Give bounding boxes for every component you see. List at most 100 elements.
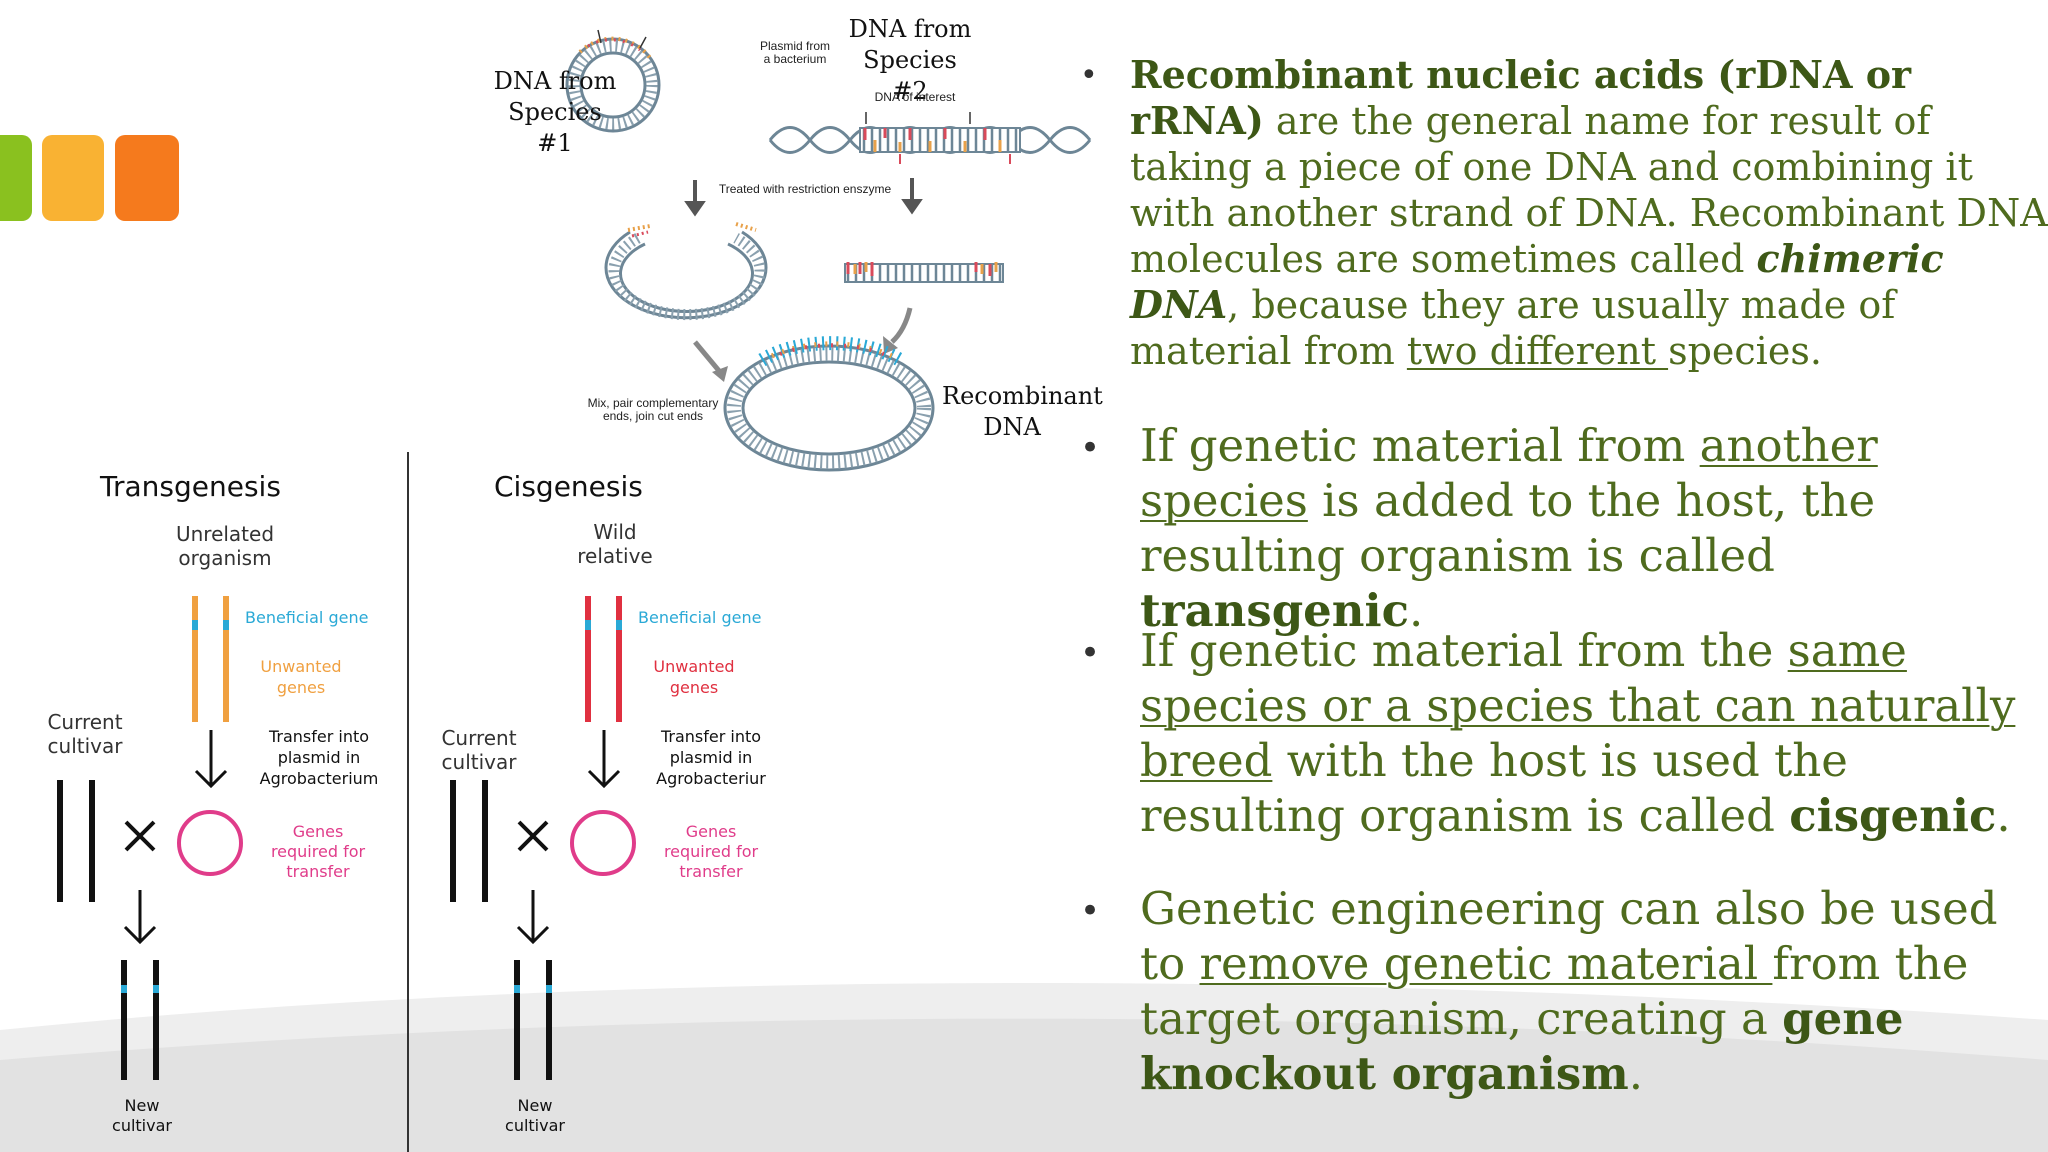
- text-span: with the host is used the resulting orga…: [1140, 734, 1848, 842]
- source-line-2: relative: [577, 544, 653, 568]
- new-line-2: cultivar: [505, 1116, 565, 1135]
- bold-italic-text: chimeric DNA: [1130, 236, 1944, 327]
- new-line-1: New: [517, 1096, 553, 1115]
- genes-line-2: required for: [270, 842, 366, 861]
- recombinant-dna-label: Recombinant DNA: [942, 381, 1103, 443]
- cisgenesis-source: Wild relative: [540, 520, 690, 568]
- source-line-1: Wild: [593, 520, 637, 544]
- unwanted-line-2: genes: [669, 678, 719, 697]
- transfer-line-1: Transfer into: [660, 727, 762, 746]
- genes-line-3: transfer: [679, 862, 743, 881]
- new-line-2: cultivar: [112, 1116, 172, 1135]
- genesis-diagram: Transgenesis Unrelated organism Benefici…: [0, 440, 820, 1152]
- transgenesis-new: New cultivar: [102, 1096, 182, 1136]
- text-span: from the target organism, creating a: [1140, 937, 1969, 1045]
- plasmid-from-label: Plasmid from a bacterium: [740, 40, 850, 66]
- down-arrow-icon: [516, 730, 621, 945]
- text-span: is added to the host, the resulting orga…: [1140, 474, 1876, 582]
- current-line-1: Current: [47, 710, 123, 734]
- underlined-text: another species: [1140, 419, 1878, 527]
- bullet-text: Recombinant nucleic acids (rDNA or rRNA)…: [1130, 52, 2048, 374]
- text-span: , because they are usually made of mater…: [1130, 283, 1896, 373]
- transgenesis-title: Transgenesis: [100, 470, 281, 503]
- bullet-text: Genetic engineering can also be used to …: [1140, 881, 2048, 1101]
- cisgenesis-new: New cultivar: [495, 1096, 575, 1136]
- recombinant-dna-diagram: DNA from Species #1 DNA from Species #2 …: [494, 0, 1110, 480]
- cisgenesis-graphics: [450, 596, 636, 1080]
- unwanted-line-2: genes: [276, 678, 326, 697]
- cisgenesis-unwanted: Unwanted genes: [633, 656, 755, 698]
- unwanted-line-1: Unwanted: [653, 657, 735, 676]
- species-1-line-2: Species #1: [508, 98, 602, 157]
- text-span: If genetic material from the: [1140, 624, 1788, 677]
- source-line-2: organism: [178, 546, 272, 570]
- bold-text: cisgenic: [1789, 789, 1997, 842]
- transfer-line-3: Agrobacterium: [259, 769, 379, 788]
- recombinant-plasmid-icon: [723, 336, 935, 472]
- transfer-line-2: plasmid in: [669, 748, 753, 767]
- bold-text: transgenic: [1140, 584, 1410, 637]
- bullet-dot: •: [1080, 428, 1101, 468]
- current-line-2: cultivar: [47, 734, 123, 758]
- species-1-line-1: DNA from: [493, 67, 617, 95]
- genes-line-2: required for: [663, 842, 759, 861]
- new-line-1: New: [124, 1096, 160, 1115]
- text-span: .: [1628, 1047, 1644, 1100]
- bullet-dot: •: [1080, 633, 1101, 673]
- current-line-2: cultivar: [441, 750, 517, 774]
- cisgenesis-title: Cisgenesis: [494, 470, 643, 503]
- text-span: species.: [1668, 329, 1822, 373]
- plasmid-ring-icon: [565, 29, 661, 133]
- plasmid-ring-icon: [177, 810, 243, 876]
- dna-of-interest-label: DNA of interest: [874, 90, 956, 104]
- recombinant-line-1: Recombinant: [942, 382, 1103, 410]
- transgenesis-genes-required: Genes required for transfer: [258, 822, 378, 882]
- plasmid-from-line-1: Plasmid from: [759, 39, 830, 53]
- cisgenesis-current: Current cultivar: [434, 726, 524, 774]
- plasmid-from-line-2: a bacterium: [763, 52, 827, 66]
- dna-helix-icon: [768, 112, 1092, 164]
- text-span: .: [1409, 584, 1424, 637]
- text-span: are the general name for result of takin…: [1130, 99, 2048, 281]
- transgenesis-unwanted: Unwanted genes: [240, 656, 362, 698]
- bold-text: Recombinant nucleic acids (rDNA or rRNA): [1130, 52, 1912, 143]
- transgenesis-transfer: Transfer into plasmid in Agrobacterium: [246, 726, 392, 789]
- transfer-line-1: Transfer into: [268, 727, 370, 746]
- species-2-line-1: DNA from: [848, 15, 972, 43]
- dna-fragment-icon: [844, 262, 1004, 283]
- bullet-text: If genetic material from the same specie…: [1140, 623, 2048, 843]
- text-span: If genetic material from: [1140, 419, 1700, 472]
- green-square-icon: [0, 135, 32, 221]
- plasmid-ring-icon: [570, 810, 636, 876]
- transgenesis-beneficial: Beneficial gene: [245, 608, 369, 627]
- cisgenesis-transfer: Transfer into plasmid in Agrobacteriur: [638, 726, 784, 789]
- bullet-text: If genetic material from another species…: [1140, 418, 2048, 638]
- transgenesis-current: Current cultivar: [40, 710, 130, 758]
- species-1-label: DNA from Species #1: [490, 66, 620, 159]
- bullet-dot: •: [1080, 58, 1098, 93]
- cisgenesis-genes-required: Genes required for transfer: [651, 822, 771, 882]
- down-arrow-icon: [693, 307, 913, 374]
- transgenesis-graphics: [57, 596, 243, 1080]
- underlined-text: same species or a species that can natur…: [1140, 624, 2016, 787]
- mix-pair-label: Mix, pair complementary ends, join cut e…: [578, 397, 728, 423]
- mix-line-1: Mix, pair complementary: [587, 396, 719, 410]
- orange-square-icon: [115, 135, 179, 221]
- text-span: Genetic engineering can also be used to: [1140, 882, 1998, 990]
- genes-line-1: Genes: [292, 822, 344, 841]
- recombinant-line-2: DNA: [983, 413, 1041, 441]
- text-span: .: [1996, 789, 2011, 842]
- down-arrow-icon: [684, 178, 923, 217]
- unwanted-line-1: Unwanted: [260, 657, 342, 676]
- yellow-square-icon: [42, 135, 104, 221]
- transfer-line-3: Agrobacteriur: [656, 769, 766, 788]
- source-line-1: Unrelated: [175, 522, 275, 546]
- current-line-1: Current: [441, 726, 517, 750]
- mix-line-2: ends, join cut ends: [602, 409, 704, 423]
- genes-line-1: Genes: [685, 822, 737, 841]
- bold-text: gene knockout organism: [1140, 992, 1904, 1100]
- genes-line-3: transfer: [286, 862, 350, 881]
- cross-icon: [124, 820, 156, 852]
- restriction-enzyme-label: Treated with restriction enszyme: [718, 182, 892, 196]
